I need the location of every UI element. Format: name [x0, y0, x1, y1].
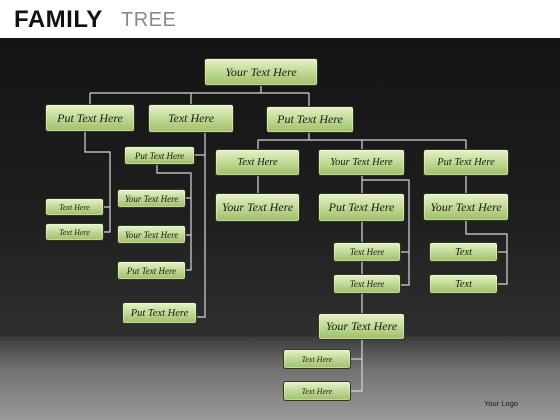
- tree-node-label: Text Here: [349, 279, 385, 289]
- tree-node-left-branch[interactable]: Put Text Here: [45, 104, 135, 132]
- tree-node-label: Text Here: [349, 247, 385, 257]
- tree-node-label: Text: [454, 278, 473, 290]
- tree-node-label: Put Text Here: [134, 150, 185, 161]
- tree-node-sub2-grandchild-2[interactable]: Text Here: [333, 274, 401, 294]
- tree-node-label: Put Text Here: [328, 200, 395, 214]
- tree-node-middle-child-3[interactable]: Your Text Here: [117, 225, 186, 244]
- tree-node-label: Your Text Here: [325, 319, 398, 333]
- tree-node-label: Text Here: [59, 227, 90, 237]
- page-subtitle: TREE: [121, 9, 177, 31]
- tree-node-label: Put Text Here: [130, 307, 189, 319]
- tree-node-label: Text Here: [237, 157, 278, 168]
- tree-node-sub3-grandchild-2[interactable]: Text: [429, 274, 498, 294]
- tree-node-label: Put Text Here: [277, 112, 343, 126]
- tree-node-bottom-child-1[interactable]: Text Here: [283, 349, 351, 369]
- header: FAMILY TREE: [0, 0, 560, 38]
- page-title: FAMILY: [14, 6, 103, 33]
- tree-node-right-sub-3[interactable]: Put Text Here: [423, 149, 509, 176]
- connector-left-branch: [84, 132, 111, 233]
- connector-middle-branch: [197, 133, 206, 318]
- tree-node-right-sub-2[interactable]: Your Text Here: [318, 149, 405, 176]
- tree-node-label: Text Here: [301, 354, 333, 364]
- tree-node-right-branch[interactable]: Put Text Here: [266, 106, 354, 133]
- tree-node-sub1-child[interactable]: Your Text Here: [215, 193, 300, 222]
- tree-node-bottom[interactable]: Your Text Here: [318, 313, 405, 340]
- tree-node-label: Text Here: [301, 386, 333, 396]
- tree-node-label: Text: [454, 246, 473, 258]
- tree-node-label: Your Text Here: [330, 157, 393, 168]
- tree-node-sub2-child[interactable]: Put Text Here: [318, 193, 405, 222]
- tree-node-sub3-grandchild-1[interactable]: Text: [429, 242, 498, 262]
- tree-node-middle-child-5[interactable]: Put Text Here: [122, 302, 197, 324]
- tree-node-label: Text Here: [167, 111, 215, 125]
- tree-node-bottom-child-2[interactable]: Text Here: [283, 381, 351, 401]
- tree-node-label: Your Text Here: [221, 200, 294, 214]
- tree-node-label: Your Text Here: [430, 199, 502, 214]
- tree-node-label: Put Text Here: [437, 157, 495, 168]
- tree-node-left-child-1[interactable]: Text Here: [45, 198, 104, 216]
- tree-node-middle-child-1[interactable]: Put Text Here: [124, 146, 195, 165]
- tree-node-middle-child-2[interactable]: Your Text Here: [117, 189, 186, 208]
- tree-node-label: Put Text Here: [57, 110, 123, 125]
- connector-sub2-side: [362, 179, 410, 286]
- logo-text: Your Logo: [484, 399, 518, 408]
- tree-node-label: Text Here: [59, 202, 90, 212]
- tree-node-label: Your Text Here: [124, 193, 179, 204]
- tree-node-label: Your Text Here: [124, 229, 179, 240]
- tree-node-right-sub-1[interactable]: Text Here: [215, 149, 300, 176]
- tree-node-sub2-grandchild-1[interactable]: Text Here: [333, 242, 401, 262]
- tree-node-left-child-2[interactable]: Text Here: [45, 223, 104, 241]
- tree-node-middle-branch[interactable]: Text Here: [148, 104, 234, 133]
- connector-bottom-node: [351, 340, 363, 392]
- tree-node-root[interactable]: Your Text Here: [204, 58, 318, 86]
- tree-node-label: Your Text Here: [225, 64, 297, 79]
- tree-node-sub3-child[interactable]: Your Text Here: [423, 193, 509, 221]
- tree-node-label: Put Text Here: [126, 265, 177, 276]
- connector-middle-child-inner: [156, 165, 192, 271]
- connector-sub3-side: [465, 221, 508, 285]
- tree-node-middle-child-4[interactable]: Put Text Here: [117, 261, 186, 280]
